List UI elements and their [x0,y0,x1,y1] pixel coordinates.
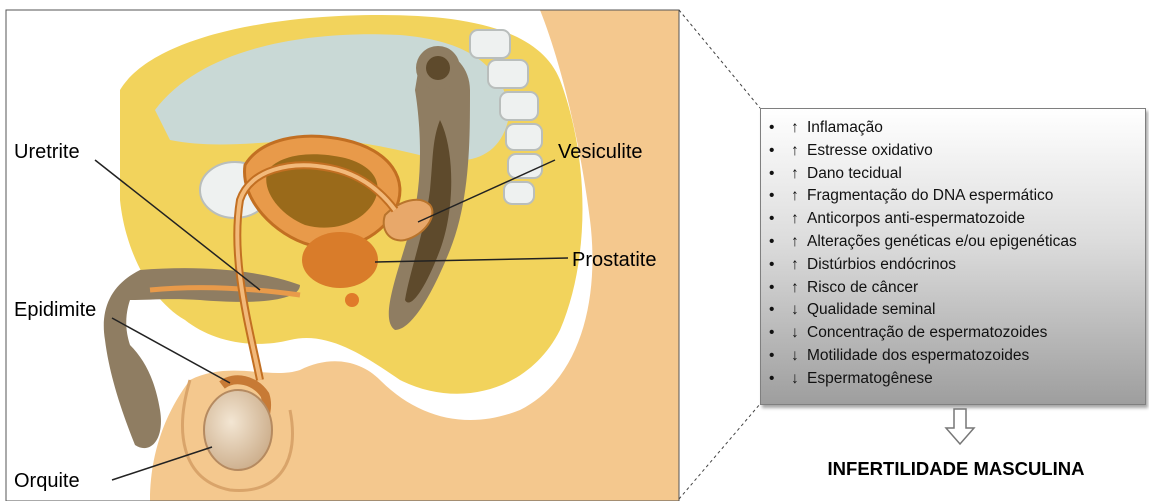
effect-item: •↓Espermatogênese [769,368,1145,391]
bullet-icon: • [769,299,791,322]
effect-text: Inflamação [807,119,883,136]
arrow-up-icon: ↑ [791,254,807,277]
down-arrow-icon [944,408,976,446]
arrow-down-icon: ↓ [791,345,807,368]
effect-text: Espermatogênese [807,370,933,387]
effect-text: Fragmentação do DNA espermático [807,187,1053,204]
arrow-up-icon: ↑ [791,185,807,208]
arrow-up-icon: ↑ [791,231,807,254]
effects-list: •↑Inflamação•↑Estresse oxidativo•↑Dano t… [769,117,1145,391]
effect-text: Distúrbios endócrinos [807,256,956,273]
effect-item: •↓Qualidade seminal [769,299,1145,322]
effect-item: •↑Risco de câncer [769,277,1145,300]
result-label: INFERTILIDADE MASCULINA [766,458,1146,480]
effect-item: •↑Alterações genéticas e/ou epigenéticas [769,231,1145,254]
label-epidimite: Epidimite [14,299,96,322]
arrow-up-icon: ↑ [791,140,807,163]
arrow-down-icon: ↓ [791,322,807,345]
arrow-up-icon: ↑ [791,163,807,186]
effect-item: •↑Anticorpos anti-espermatozoide [769,208,1145,231]
label-orquite: Orquite [14,470,80,493]
effect-text: Alterações genéticas e/ou epigenéticas [807,233,1077,250]
arrow-down-icon: ↓ [791,368,807,391]
effect-item: •↑Distúrbios endócrinos [769,254,1145,277]
bullet-icon: • [769,231,791,254]
bullet-icon: • [769,140,791,163]
bullet-icon: • [769,322,791,345]
bullet-icon: • [769,345,791,368]
effect-text: Motilidade dos espermatozoides [807,347,1029,364]
bullet-icon: • [769,185,791,208]
effect-item: •↑Dano tecidual [769,163,1145,186]
bullet-icon: • [769,277,791,300]
arrow-up-icon: ↑ [791,277,807,300]
effect-item: •↑Fragmentação do DNA espermático [769,185,1145,208]
bulbourethral-gland [345,293,359,307]
effect-text: Risco de câncer [807,279,918,296]
effect-item: •↓Motilidade dos espermatozoides [769,345,1145,368]
label-prostatite: Prostatite [572,249,656,272]
effect-text: Dano tecidual [807,165,902,182]
effect-text: Concentração de espermatozoides [807,324,1047,341]
bullet-icon: • [769,208,791,231]
arrow-down-icon: ↓ [791,299,807,322]
effect-item: •↑Estresse oxidativo [769,140,1145,163]
arrow-up-icon: ↑ [791,117,807,140]
effect-item: •↑Inflamação [769,117,1145,140]
arrow-up-icon: ↑ [791,208,807,231]
label-uretrite: Uretrite [14,141,80,164]
testis [204,390,272,470]
effect-item: •↓Concentração de espermatozoides [769,322,1145,345]
effect-text: Anticorpos anti-espermatozoide [807,210,1025,227]
bullet-icon: • [769,163,791,186]
effect-text: Qualidade seminal [807,301,935,318]
effect-text: Estresse oxidativo [807,142,933,159]
bullet-icon: • [769,368,791,391]
bullet-icon: • [769,117,791,140]
label-vesiculite: Vesiculite [558,141,643,164]
prostate [302,232,378,288]
effects-box: •↑Inflamação•↑Estresse oxidativo•↑Dano t… [760,108,1146,405]
bullet-icon: • [769,254,791,277]
